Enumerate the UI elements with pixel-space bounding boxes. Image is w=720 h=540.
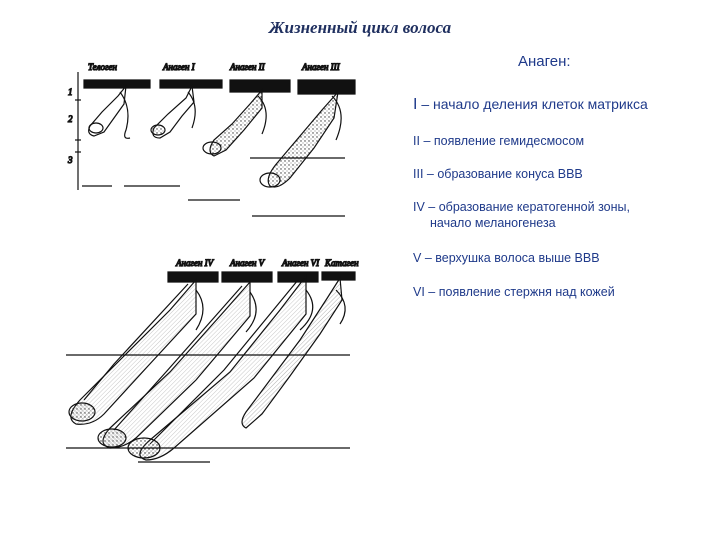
label-anagen-5: Анаген V xyxy=(229,258,266,268)
label-anagen-6: Анаген VI xyxy=(281,258,320,268)
top-figure: 1 2 3 Телоген Анаген I Анаген II Анаген … xyxy=(67,62,355,216)
epidermis-catagen xyxy=(322,272,355,280)
follicle-anagen-1 xyxy=(124,86,195,186)
epidermis-anagen-5 xyxy=(222,272,272,282)
epidermis-anagen-4 xyxy=(168,272,218,282)
epidermis-anagen-3 xyxy=(298,80,355,94)
zone-label-3: 3 xyxy=(67,155,73,165)
label-catagen: Катаген xyxy=(324,258,359,268)
label-anagen-4: Анаген IV xyxy=(175,258,215,268)
follicle-anagen-3 xyxy=(250,92,345,216)
label-anagen-3: Анаген III xyxy=(301,62,341,72)
zone-label-1: 1 xyxy=(68,87,73,97)
follicle-telogen xyxy=(82,86,130,186)
label-telogen: Телоген xyxy=(88,62,117,72)
label-anagen-1: Анаген I xyxy=(162,62,196,72)
follicle-anagen-2 xyxy=(188,90,266,200)
epidermis-anagen-2 xyxy=(230,80,290,92)
label-anagen-2: Анаген II xyxy=(229,62,266,72)
bottom-figure: Анаген IV Анаген V Анаген VI Катаген xyxy=(66,258,359,462)
epidermis-telogen xyxy=(84,80,150,88)
zone-label-2: 2 xyxy=(68,114,73,124)
